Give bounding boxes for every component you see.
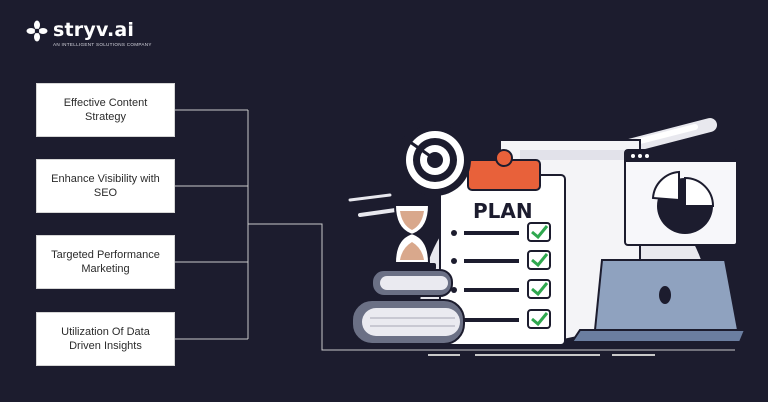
brand-logo: stryv.ai AN INTELLIGENT SOLUTIONS COMPAN… [26,20,152,47]
strategy-box-data: Utilization Of Data Driven Insights [36,312,175,366]
laptop-icon [570,259,747,343]
checkmark-icons [527,222,551,329]
plan-illustration: PLAN [348,118,747,346]
plan-title: PLAN [473,199,533,223]
strategy-box-seo: Enhance Visibility with SEO [36,159,175,213]
strategy-label-seo: Enhance Visibility with SEO [51,173,160,199]
logo-mark-icon [26,20,48,42]
brand-tagline: AN INTELLIGENT SOLUTIONS COMPANY [53,42,152,47]
strategy-box-content: Effective Content Strategy [36,83,175,137]
hourglass-icon [388,198,436,270]
strategy-box-performance: Targeted Performance Marketing [36,235,175,289]
pie-chart-icon [624,149,738,246]
strategy-label-data: Utilization Of Data Driven Insights [61,326,150,352]
target-icon [392,124,471,196]
strategy-label-performance: Targeted Performance Marketing [51,249,160,275]
books-icon [351,269,465,345]
strategy-label-content: Effective Content Strategy [63,97,148,123]
brand-name: stryv.ai [53,19,135,41]
